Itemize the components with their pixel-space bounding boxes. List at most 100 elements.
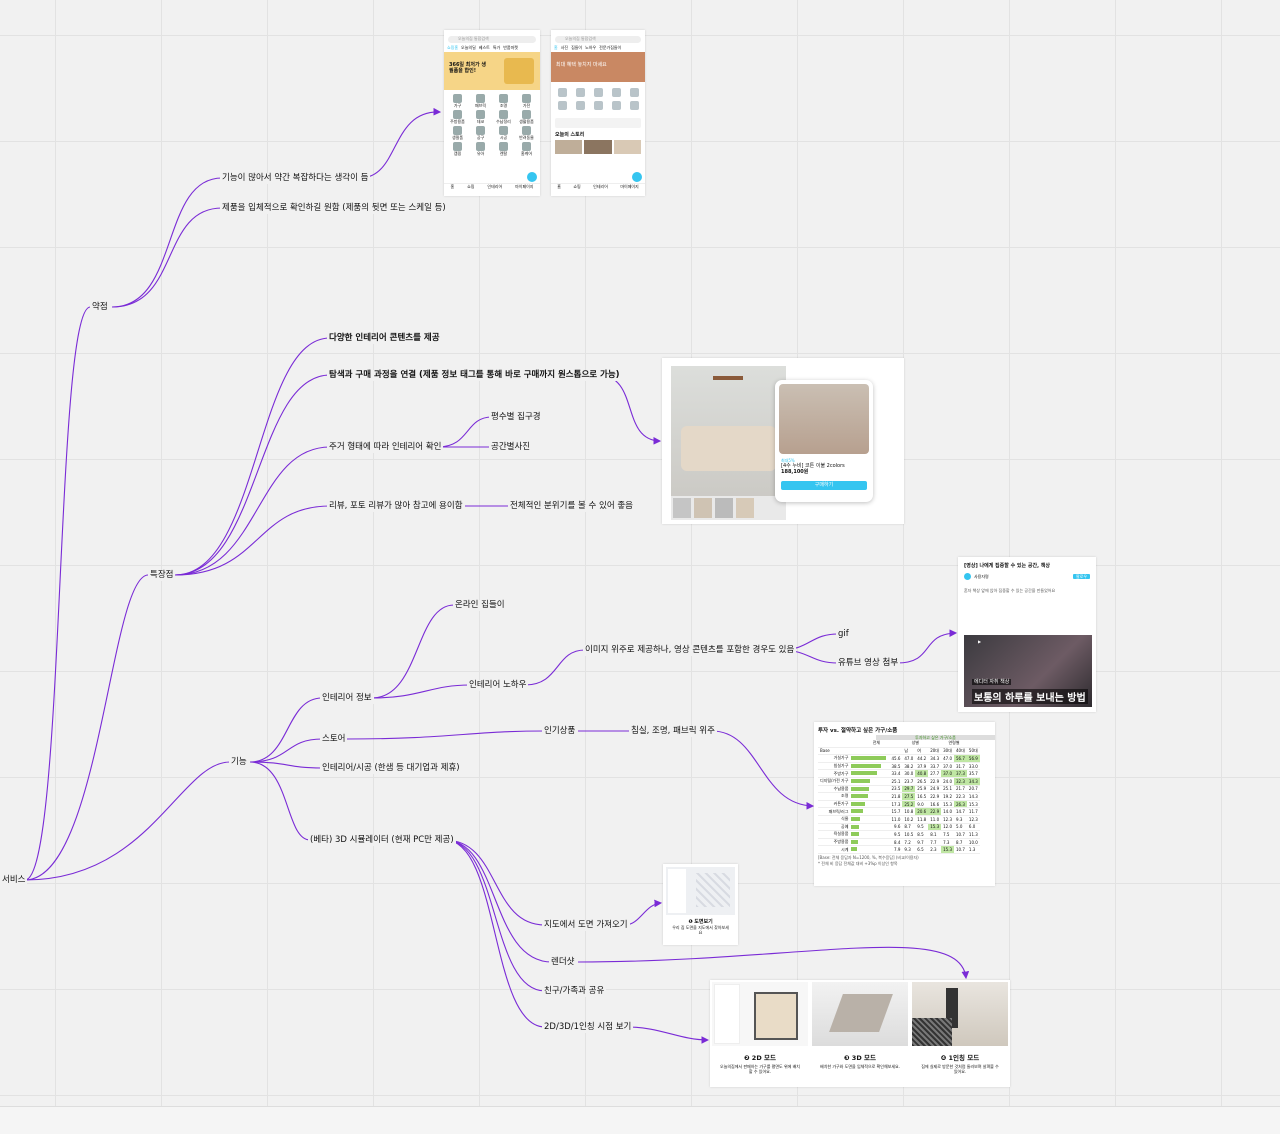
app2-story-image[interactable] — [613, 140, 641, 154]
video-play-icon[interactable]: ▶ — [978, 639, 982, 644]
app1-category-item[interactable]: 주방용품 — [447, 110, 468, 124]
app1-category-item[interactable]: 렌탈 — [493, 142, 514, 156]
node-feature-housing[interactable]: 주거 형태에 따라 인테리어 확인 — [327, 442, 444, 453]
thumbnail[interactable] — [673, 498, 691, 518]
author-name[interactable]: 사용자명 — [974, 574, 989, 579]
app1-category-item[interactable]: 반려동물 — [516, 126, 537, 140]
app1-nav-item[interactable]: 홈 — [450, 184, 455, 189]
app2-tab[interactable]: 사진 — [560, 45, 569, 50]
mode-3d-image[interactable] — [812, 982, 908, 1046]
app1-tab[interactable]: 오늘의딜 — [461, 45, 476, 50]
app2-tab[interactable]: 노하우 — [585, 45, 597, 50]
app1-category-item[interactable]: 홈케어 — [516, 142, 537, 156]
video-thumbnail[interactable]: ▶ 에디터 자취 책상 보통의 하루를 보내는 방법 — [964, 635, 1092, 707]
node-store[interactable]: 스토어 — [320, 734, 348, 745]
map-floorplan-screenshot[interactable]: ❶ 도면보기 우리 집 도면을 지도에서 찾아보세요 — [663, 864, 738, 945]
node-interior-info[interactable]: 인테리어 정보 — [320, 693, 374, 704]
thumbnail[interactable] — [715, 498, 733, 518]
node-gif[interactable]: gif — [836, 629, 851, 640]
node-features[interactable]: 특장점 — [148, 570, 176, 581]
app1-category-item[interactable]: 가전 — [516, 94, 537, 108]
home-shortcut-icon[interactable] — [629, 101, 639, 110]
app1-category-item[interactable]: 캠핑 — [447, 142, 468, 156]
node-feature-commerce[interactable]: 탐색과 구매 과정을 연결 (제품 정보 태그를 통해 바로 구매까지 원스톱으… — [327, 370, 622, 381]
app1-banner[interactable]: 366일 최저가 생필품을 합인! — [444, 52, 540, 90]
node-popular-detail[interactable]: 침실, 조명, 패브릭 위주 — [629, 726, 717, 737]
app1-add-button[interactable] — [527, 172, 537, 182]
node-simulator[interactable]: (베타) 3D 시뮬레이터 (현재 PC만 제공) — [308, 835, 456, 846]
app1-tab[interactable]: 반품마켓 — [503, 45, 518, 50]
app2-banner[interactable]: 최대 혜택 놓치지 마세요 — [551, 52, 645, 82]
app2-tab[interactable]: 전문가집들이 — [599, 45, 622, 50]
app1-category-item[interactable]: 패브릭 — [470, 94, 491, 108]
app1-category-item[interactable]: 조명 — [493, 94, 514, 108]
simulator-modes-screenshot[interactable]: ❷ 2D 모드 오늘의집에서 판매하는 가구를 평면도 위에 배치할 수 있어요… — [710, 980, 1010, 1087]
home-shortcut-icon[interactable] — [557, 88, 567, 97]
buy-button[interactable]: 구매하기 — [781, 481, 867, 490]
node-knowhow[interactable]: 인테리어 노하우 — [467, 680, 529, 691]
app-screenshot-home[interactable]: 오늘의집 통합검색 홈 사진 집들이 노하우 전문가집들이 최대 혜택 놓치지 … — [551, 30, 645, 196]
app1-tab[interactable]: 특가 — [492, 45, 501, 50]
app1-tab[interactable]: 베스트 — [478, 45, 490, 50]
home-shortcut-icon[interactable] — [611, 88, 621, 97]
app2-nav-item[interactable]: 인테리어 — [593, 184, 608, 189]
thumbnail[interactable] — [694, 498, 712, 518]
app2-nav-item[interactable]: 마이페이지 — [620, 184, 639, 189]
node-feature-content[interactable]: 다양한 인테리어 콘텐츠를 제공 — [327, 333, 442, 344]
follow-button[interactable]: 팔로우 — [1072, 574, 1090, 579]
app1-category-item[interactable]: 생필품 — [447, 126, 468, 140]
app1-category-item[interactable]: 생활용품 — [516, 110, 537, 124]
app2-nav-item[interactable]: 홈 — [557, 184, 561, 189]
node-weakness[interactable]: 약점 — [90, 302, 110, 313]
app2-notice[interactable] — [555, 118, 641, 128]
node-knowhow-detail[interactable]: 이미지 위주로 제공하나, 영상 콘텐츠를 포함한 경우도 있음 — [583, 645, 797, 656]
mode-1p-image[interactable] — [912, 982, 1008, 1046]
node-sim-share[interactable]: 친구/가족과 공유 — [542, 986, 607, 997]
app2-add-button[interactable] — [632, 172, 642, 182]
home-shortcut-icon[interactable] — [575, 101, 585, 110]
app2-tab[interactable]: 집들이 — [571, 45, 583, 50]
home-shortcut-icon[interactable] — [593, 101, 603, 110]
node-sim-render[interactable]: 렌더샷 — [549, 957, 577, 968]
app1-nav-item[interactable]: 쇼핑 — [467, 184, 475, 189]
node-weakness-complex[interactable]: 기능이 많아서 약간 복잡하다는 생각이 듬 — [220, 173, 371, 184]
node-sim-map[interactable]: 지도에서 도면 가져오기 — [542, 920, 630, 931]
app2-story-image[interactable] — [555, 140, 583, 154]
root-node[interactable]: 서비스 — [0, 875, 28, 886]
app1-category-item[interactable]: 수납정리 — [493, 110, 514, 124]
mode-2d-image[interactable] — [712, 982, 808, 1046]
app1-nav-item[interactable]: 마이페이지 — [515, 184, 534, 189]
product-tag-screenshot[interactable]: 최대5% [4수 누비] 코튼 이불 2colors 188,100원 구매하기 — [662, 358, 904, 524]
avatar[interactable] — [964, 573, 971, 580]
app2-search-bar[interactable]: 오늘의집 통합검색 — [555, 36, 641, 43]
app1-nav-item[interactable]: 인테리어 — [487, 184, 503, 189]
node-housing-size[interactable]: 평수별 집구경 — [489, 412, 543, 423]
node-popular[interactable]: 인기상품 — [542, 726, 578, 737]
home-shortcut-icon[interactable] — [593, 88, 603, 97]
app1-category-item[interactable]: 가구 — [447, 94, 468, 108]
app1-category-item[interactable]: 공구 — [470, 126, 491, 140]
app1-search-bar[interactable]: 오늘의집 통합검색 — [448, 36, 536, 43]
app1-category-item[interactable]: 시공 — [493, 126, 514, 140]
video-post-screenshot[interactable]: [영상] 나에게 집중할 수 있는 공간, 책상 사용자명 팔로우 혼자 책상 … — [958, 557, 1096, 712]
map-image[interactable] — [666, 867, 735, 915]
node-functions[interactable]: 기능 — [229, 757, 249, 768]
app1-tab[interactable]: 쇼핑홈 — [447, 45, 459, 50]
node-sim-views[interactable]: 2D/3D/1인칭 시점 보기 — [542, 1022, 634, 1033]
home-shortcut-icon[interactable] — [557, 101, 567, 110]
node-review-atmosphere[interactable]: 전체적인 분위기를 볼 수 있어 좋음 — [508, 501, 635, 512]
node-online-tour[interactable]: 온라인 집들이 — [453, 600, 507, 611]
thumbnail[interactable] — [736, 498, 754, 518]
app2-story-image[interactable] — [584, 140, 612, 154]
app1-category-item[interactable]: 데코 — [470, 110, 491, 124]
home-shortcut-icon[interactable] — [629, 88, 639, 97]
node-feature-review[interactable]: 리뷰, 포토 리뷰가 많아 참고에 용이함 — [327, 501, 465, 512]
app2-tab[interactable]: 홈 — [554, 45, 558, 50]
node-weakness-3d[interactable]: 제품을 입체적으로 확인하길 원함 (제품의 뒷면 또는 스케일 등) — [220, 203, 448, 214]
node-housing-space[interactable]: 공간별사진 — [489, 442, 533, 453]
app2-nav-item[interactable]: 쇼핑 — [573, 184, 581, 189]
node-construction[interactable]: 인테리어/시공 (한샘 등 대기업과 제휴) — [320, 763, 462, 774]
home-shortcut-icon[interactable] — [611, 101, 621, 110]
home-shortcut-icon[interactable] — [575, 88, 585, 97]
node-youtube[interactable]: 유튜브 영상 첨부 — [836, 658, 901, 669]
